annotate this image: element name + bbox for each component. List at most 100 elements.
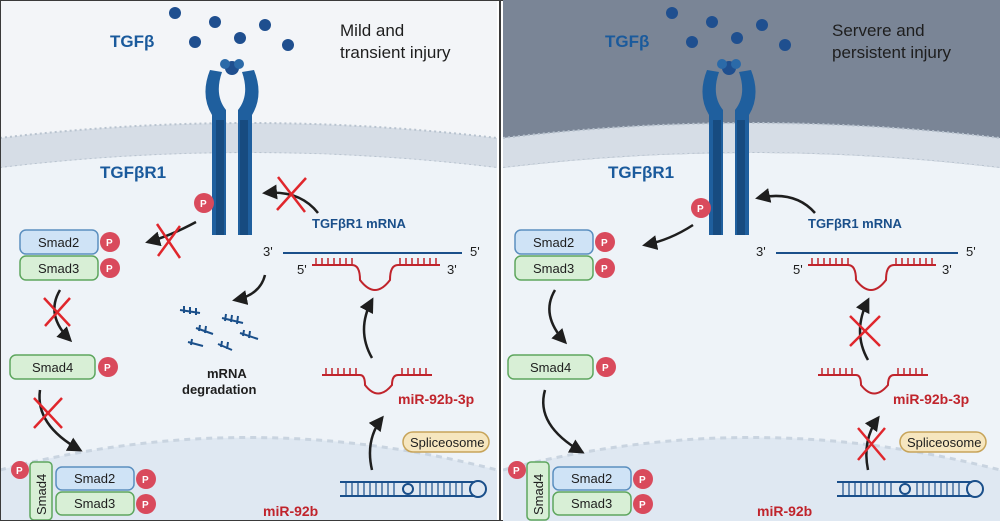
right-tgfbr1-label: TGFβR1: [608, 163, 674, 182]
svg-text:Smad3: Smad3: [533, 261, 574, 276]
right-nuclear-smad4-box: [526, 461, 550, 521]
mirna-precursor-label: miR-92b: [263, 503, 318, 519]
bound-mirna-strand: [312, 264, 440, 291]
degradation-line1: mRNA: [207, 366, 247, 381]
degradation-line2: degradation: [182, 382, 256, 397]
svg-text:P: P: [601, 264, 608, 275]
svg-text:Smad4: Smad4: [34, 474, 49, 515]
smad4-block-x: [43, 297, 71, 327]
svg-text:Smad2: Smad2: [74, 471, 115, 486]
nuclear-smad4-phospho-icon: [11, 461, 29, 479]
right-mirna-precursor-label: miR-92b: [757, 503, 812, 519]
svg-text:Smad3: Smad3: [38, 261, 79, 276]
right-processing-arrow: [864, 415, 880, 471]
receptor-phospho-icon: [194, 193, 214, 213]
right-panel: TGFβ Servere and persistent injury TGFβR…: [503, 0, 1000, 521]
mature-mirna-icon: [322, 374, 432, 395]
right-nuclear-smad3-phospho-icon: [633, 494, 653, 514]
right-smad4-box: [507, 354, 594, 380]
smad-activation-block-x: [155, 223, 182, 259]
svg-text:P: P: [142, 475, 149, 486]
svg-text:3': 3': [263, 244, 273, 259]
svg-text:Smad4: Smad4: [531, 474, 546, 515]
right-receptor-phospho-icon: [691, 198, 711, 218]
smad-activation-arrow: [145, 220, 197, 247]
mrna-fragments-icon: [179, 306, 259, 351]
mature-mirna-label: miR-92b-3p: [398, 391, 474, 407]
right-panel-title-line2: persistent injury: [832, 43, 952, 62]
right-smad-activation-arrow: [642, 223, 694, 250]
smad2-box: [19, 229, 99, 255]
processing-arrow: [368, 415, 384, 471]
svg-text:Smad3: Smad3: [74, 496, 115, 511]
mirna-binding-arrow: [359, 297, 374, 359]
svg-text:P: P: [16, 466, 23, 477]
right-bound-mirna-strand: [808, 264, 936, 291]
svg-text:P: P: [602, 363, 609, 374]
smad4-phospho-icon: [98, 357, 118, 377]
svg-text:Smad2: Smad2: [533, 235, 574, 250]
smad4-box: [9, 354, 96, 380]
svg-text:P: P: [639, 475, 646, 486]
svg-text:5': 5': [297, 262, 307, 277]
smad3-phospho-icon: [100, 258, 120, 278]
right-smad3-phospho-icon: [595, 258, 615, 278]
right-mirna-binding-arrow: [855, 297, 870, 361]
left-panel: TGFβ Mild and transient injury TGFβR1 P …: [0, 0, 497, 521]
svg-text:P: P: [142, 500, 149, 511]
right-mirna-binding-block-x: [849, 315, 881, 347]
svg-text:5': 5': [470, 244, 480, 259]
right-cell-membrane: [503, 123, 1000, 168]
svg-text:3': 3': [447, 262, 457, 277]
right-smad4-phospho-icon: [596, 357, 616, 377]
right-nuclear-smad3-box: [552, 491, 632, 516]
right-processing-block-x: [857, 427, 886, 461]
tgfbr1-label: TGFβR1: [100, 163, 166, 182]
svg-text:P: P: [106, 238, 113, 249]
svg-text:P: P: [697, 204, 704, 215]
right-nuclear-smad2-box: [552, 466, 632, 491]
svg-text:Smad4: Smad4: [32, 360, 73, 375]
tgfb-ligand-dots: [169, 7, 294, 51]
translation-block-x: [276, 176, 307, 213]
right-spliceosome-box: [899, 431, 987, 453]
right-tgfbr1-receptor: [702, 59, 756, 235]
smad3-box: [19, 255, 99, 281]
svg-text:5': 5': [966, 244, 976, 259]
nuclear-smad3-box: [55, 491, 135, 516]
mrna-label: TGFβR1 mRNA: [312, 216, 406, 231]
svg-text:P: P: [104, 363, 111, 374]
tgfb-label: TGFβ: [110, 32, 154, 51]
right-nuclear-entry-arrow: [542, 389, 585, 454]
mirna-precursor-hairpin-icon: [340, 480, 487, 498]
right-mature-mirna-icon: [818, 374, 928, 395]
svg-text:P: P: [513, 466, 520, 477]
svg-text:3': 3': [756, 244, 766, 259]
smad2-phospho-icon: [100, 232, 120, 252]
svg-text:P: P: [200, 199, 207, 210]
right-panel-title-line1: Servere and: [832, 21, 925, 40]
tgfbr1-receptor: [205, 59, 259, 235]
right-mrna-label: TGFβR1 mRNA: [808, 216, 902, 231]
right-nuclear-smad4-phospho-icon: [508, 461, 526, 479]
right-smad3-box: [514, 255, 594, 281]
svg-text:P: P: [601, 238, 608, 249]
svg-text:3': 3': [942, 262, 952, 277]
bound-mirna-bases: [315, 258, 437, 265]
right-mirna-precursor-hairpin-icon: [837, 480, 984, 498]
right-tgfb-ligand-dots: [666, 7, 791, 51]
spliceosome-label: Spliceosome: [410, 435, 484, 450]
nuclear-entry-block-x: [33, 397, 63, 429]
nuclear-smad3-phospho-icon: [136, 494, 156, 514]
nuclear-smad2-phospho-icon: [136, 469, 156, 489]
svg-text:Smad2: Smad2: [38, 235, 79, 250]
svg-text:Smad3: Smad3: [571, 496, 612, 511]
degradation-arrow: [232, 274, 267, 305]
svg-text:Smad4: Smad4: [530, 360, 571, 375]
panel-title-line1: Mild and: [340, 21, 404, 40]
right-smad2-box: [514, 229, 594, 255]
right-nuclear-smad2-phospho-icon: [633, 469, 653, 489]
panel-title-line2: transient injury: [340, 43, 451, 62]
svg-text:Smad2: Smad2: [571, 471, 612, 486]
spliceosome-box: [402, 431, 490, 453]
